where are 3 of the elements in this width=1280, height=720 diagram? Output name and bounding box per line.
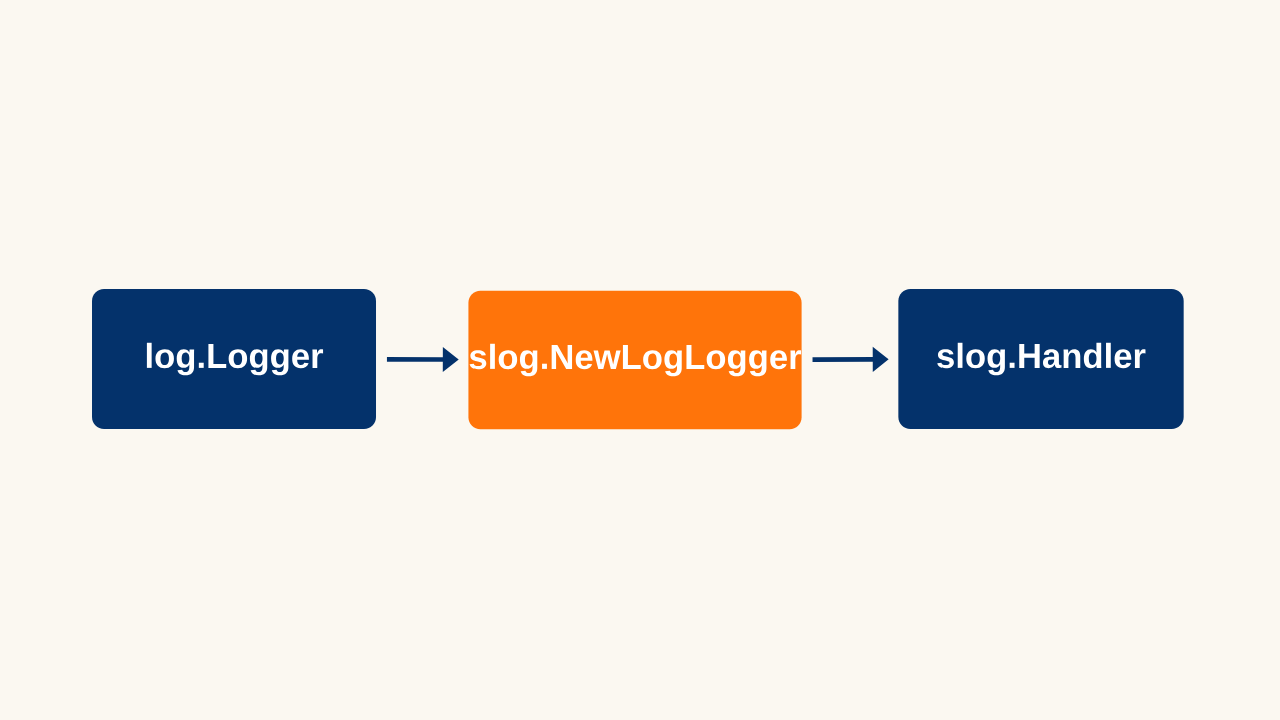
process-box: slog.Handler [898, 289, 1184, 429]
process-box: slog.NewLogLogger [468, 290, 802, 430]
process-box: log.Logger [92, 289, 376, 429]
